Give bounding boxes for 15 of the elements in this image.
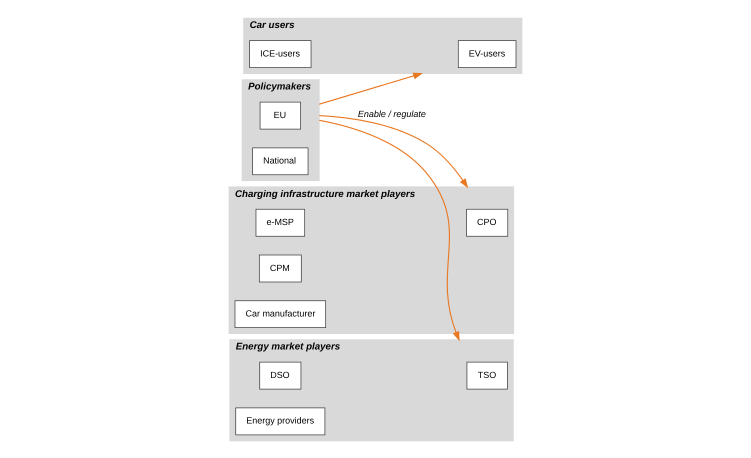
node-box: Car manufacturer xyxy=(234,300,326,328)
arrow xyxy=(319,72,423,104)
node-box: DSO xyxy=(259,361,302,389)
edge-label: Enable / regulate xyxy=(358,108,426,118)
arrow xyxy=(319,119,460,341)
node-box: e-MSP xyxy=(256,208,306,236)
arrow xyxy=(319,114,468,188)
node-box: CPM xyxy=(258,254,302,282)
node-box: Energy providers xyxy=(235,406,326,435)
node-box: CPO xyxy=(466,208,508,236)
node-box: National xyxy=(252,146,308,175)
node-box: TSO xyxy=(466,361,508,389)
node-box: ICE-users xyxy=(249,40,312,68)
node-box: EU xyxy=(260,101,301,129)
node-box: EV-users xyxy=(458,40,516,68)
